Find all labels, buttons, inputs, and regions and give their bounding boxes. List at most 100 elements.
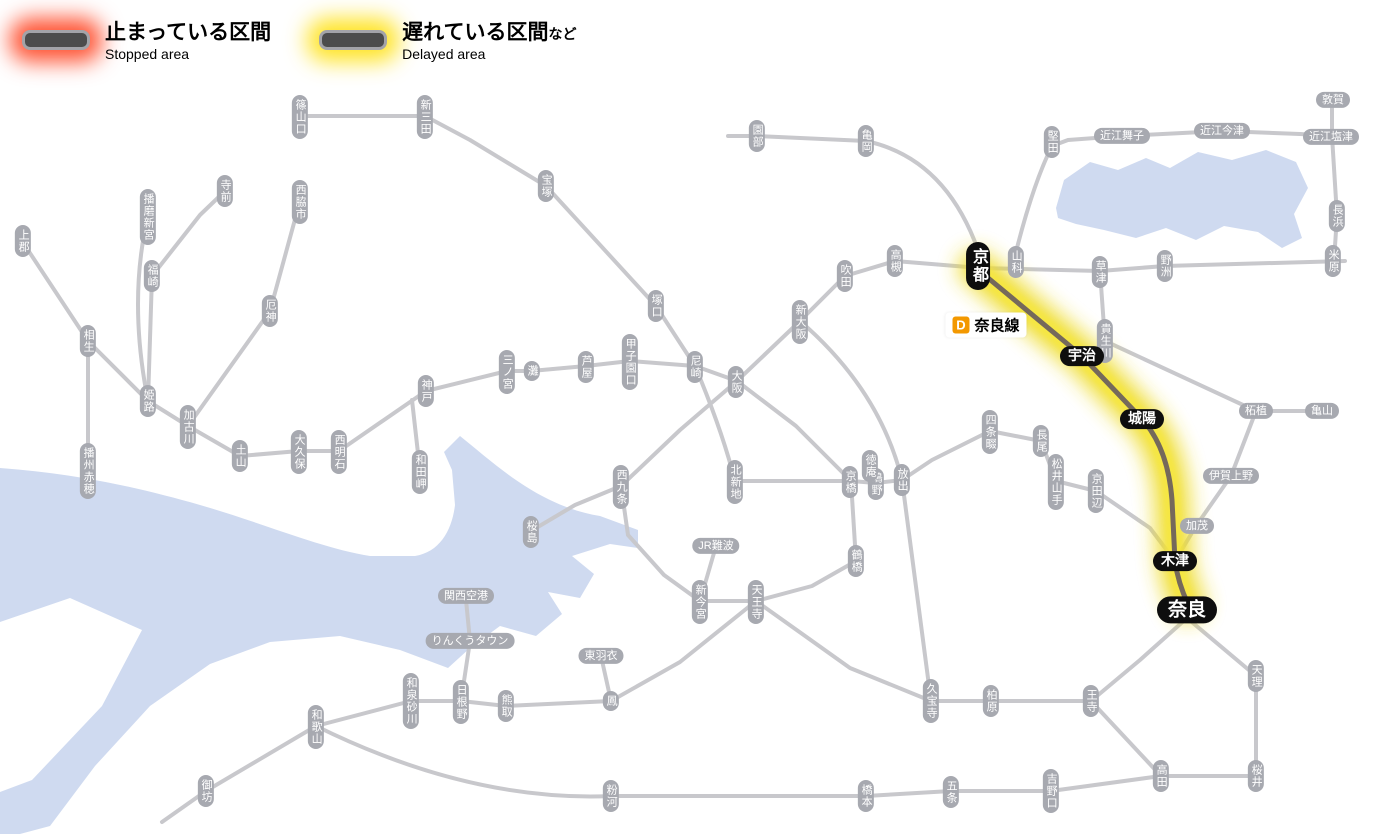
- legend: 止まっている区間 Stopped area 遅れている区間など Delayed …: [22, 20, 576, 62]
- station-西九条: 西九条: [612, 465, 630, 509]
- station-篠山口: 篠山口: [291, 95, 309, 139]
- lake-biwa-water: [1056, 150, 1308, 248]
- station-柘植: 柘植: [1239, 402, 1273, 420]
- station-灘: 灘: [523, 361, 541, 381]
- station-山科: 山科: [1007, 246, 1025, 278]
- station-天王寺: 天王寺: [747, 580, 765, 624]
- station-相生: 相生: [79, 325, 97, 357]
- rail-line-hokuriku: [1330, 98, 1339, 263]
- station-橋本: 橋本: [857, 780, 875, 812]
- station-近江今津: 近江今津: [1194, 122, 1250, 140]
- rail-line-sakurajima: [529, 484, 623, 533]
- station-和泉砂川: 和泉砂川: [402, 673, 420, 729]
- line-symbol-d-icon: D: [952, 316, 970, 334]
- station-久宝寺: 久宝寺: [922, 679, 940, 723]
- station-土山: 土山: [231, 440, 249, 472]
- station-高田: 高田: [1152, 760, 1170, 792]
- station-東羽衣: 東羽衣: [578, 647, 624, 665]
- station-神戸: 神戸: [417, 375, 435, 407]
- station-五条: 五条: [942, 776, 960, 808]
- station-桜島: 桜島: [522, 516, 540, 548]
- station-大阪: 大阪: [727, 366, 745, 398]
- station-宇治: 宇治: [1060, 346, 1104, 366]
- station-長尾: 長尾: [1032, 425, 1050, 457]
- station-塚口: 塚口: [647, 290, 665, 322]
- station-宝塚: 宝塚: [537, 170, 555, 202]
- nara-line-badge: D 奈良線: [945, 312, 1027, 338]
- station-尼崎: 尼崎: [686, 351, 704, 383]
- rail-line-bantan: [146, 189, 227, 403]
- station-柏原: 柏原: [982, 685, 1000, 717]
- station-堅田: 堅田: [1043, 126, 1061, 158]
- station-りんくうタウン: りんくうタウン: [425, 632, 515, 650]
- station-上郡: 上郡: [14, 225, 32, 257]
- station-鳳: 鳳: [602, 691, 620, 711]
- station-京田辺: 京田辺: [1087, 469, 1105, 513]
- station-関西空港: 関西空港: [438, 587, 494, 605]
- station-伊賀上野: 伊賀上野: [1203, 467, 1259, 485]
- station-木津: 木津: [1153, 551, 1197, 571]
- station-西明石: 西明石: [330, 430, 348, 474]
- station-加茂: 加茂: [1180, 517, 1214, 535]
- awaji-island: [0, 598, 142, 792]
- station-亀山: 亀山: [1305, 402, 1339, 420]
- station-鶴橋: 鶴橋: [847, 545, 865, 577]
- station-長浜: 長浜: [1328, 200, 1346, 232]
- station-京橋: 京橋: [841, 466, 859, 498]
- legend-delayed-suffix: など: [548, 26, 577, 42]
- station-松井山手: 松井山手: [1047, 454, 1065, 510]
- station-城陽: 城陽: [1120, 409, 1164, 429]
- station-姫路: 姫路: [139, 385, 157, 417]
- station-新三田: 新三田: [416, 95, 434, 139]
- station-厄神: 厄神: [261, 295, 279, 327]
- nara-line-name: 奈良線: [974, 317, 1020, 335]
- rail-line-sakurai: [1159, 616, 1258, 778]
- legend-stopped-label: 止まっている区間: [105, 21, 272, 44]
- station-放出: 放出: [893, 464, 911, 496]
- station-三ノ宮: 三ノ宮: [498, 350, 516, 394]
- station-播磨新宮: 播磨新宮: [139, 189, 157, 245]
- station-吹田: 吹田: [836, 260, 854, 292]
- station-徳庵: 徳庵: [861, 450, 879, 482]
- legend-delayed: 遅れている区間など Delayed area: [319, 20, 576, 62]
- legend-delayed-sublabel: Delayed area: [402, 46, 486, 63]
- station-亀岡: 亀岡: [857, 125, 875, 157]
- station-近江舞子: 近江舞子: [1094, 127, 1150, 145]
- rail-line-osaka-loop: [619, 379, 858, 603]
- station-新大阪: 新大阪: [791, 300, 809, 344]
- station-熊取: 熊取: [497, 690, 515, 722]
- station-敦賀: 敦賀: [1316, 91, 1350, 109]
- rail-line-gakkentoshi: [849, 429, 1177, 563]
- station-吉野口: 吉野口: [1042, 769, 1060, 813]
- station-播州赤穂: 播州赤穂: [79, 443, 97, 499]
- station-奈良: 奈良: [1156, 596, 1218, 624]
- station-京都: 京都: [966, 242, 990, 290]
- rail-line-yamatoji-nara: [1089, 616, 1189, 703]
- station-御坊: 御坊: [197, 775, 215, 807]
- delayed-segment-icon: [319, 30, 388, 50]
- station-草津: 草津: [1091, 256, 1109, 288]
- station-福崎: 福崎: [143, 260, 161, 292]
- station-JR難波: JR難波: [692, 537, 740, 555]
- station-大久保: 大久保: [290, 430, 308, 474]
- station-天理: 天理: [1247, 660, 1265, 692]
- station-和田岬: 和田岬: [411, 450, 429, 494]
- station-粉河: 粉河: [602, 780, 620, 812]
- stopped-segment-icon: [22, 30, 90, 50]
- station-甲子園口: 甲子園口: [621, 334, 639, 390]
- station-四条畷: 四条畷: [981, 410, 999, 454]
- rail-line-oji-takada: [1089, 699, 1163, 778]
- station-日根野: 日根野: [452, 680, 470, 724]
- station-寺前: 寺前: [216, 175, 234, 207]
- station-高槻: 高槻: [886, 245, 904, 277]
- station-王寺: 王寺: [1082, 685, 1100, 717]
- station-西脇市: 西脇市: [291, 180, 309, 224]
- station-桜井: 桜井: [1247, 760, 1265, 792]
- legend-delayed-label: 遅れている区間など: [402, 21, 577, 44]
- legend-stopped-sublabel: Stopped area: [105, 46, 190, 63]
- station-和歌山: 和歌山: [307, 705, 325, 749]
- station-近江塩津: 近江塩津: [1303, 128, 1359, 146]
- station-加古川: 加古川: [179, 405, 197, 449]
